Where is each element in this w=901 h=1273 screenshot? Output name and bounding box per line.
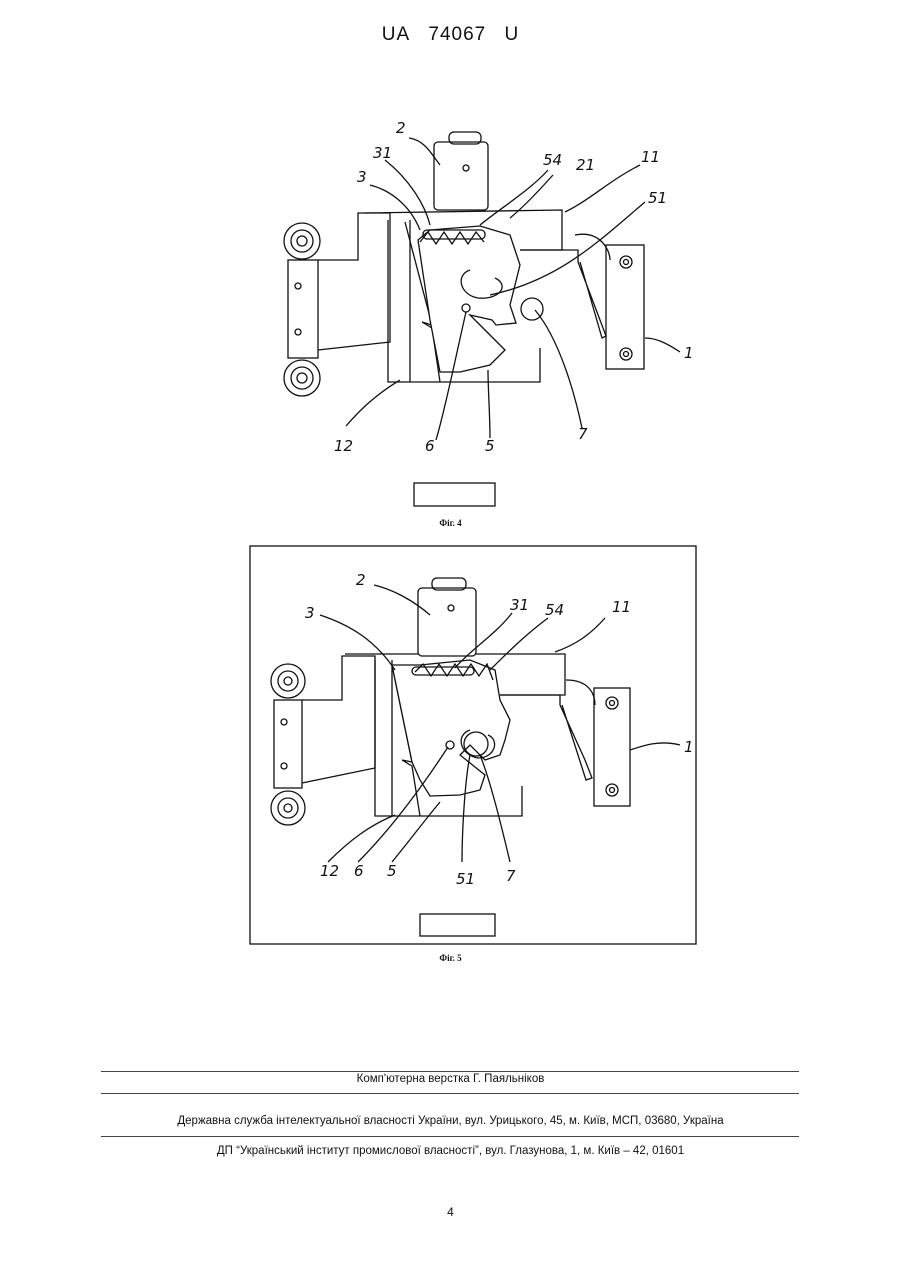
patent-suffix: U — [505, 24, 520, 45]
label-6: 6 — [425, 437, 435, 455]
roller-top — [284, 223, 320, 259]
label-31: 31 — [510, 596, 529, 614]
cam-segment — [418, 226, 520, 372]
left-plate — [288, 260, 318, 358]
label-11: 11 — [612, 598, 631, 616]
patent-number: 74067 — [428, 24, 486, 45]
figure-5-drawing: 2 3 31 54 11 1 12 6 5 51 7 — [0, 540, 901, 950]
label-12: 12 — [334, 437, 353, 455]
label-1: 1 — [684, 738, 694, 756]
label-51: 51 — [648, 189, 667, 207]
figure-5-caption: Фіг. 5 — [0, 953, 901, 963]
patent-prefix: UA — [382, 24, 410, 45]
footer-rule-1 — [101, 1071, 799, 1072]
label-7: 7 — [506, 867, 516, 885]
motor — [434, 142, 488, 210]
label-3: 3 — [305, 604, 315, 622]
footer-rule-2 — [101, 1093, 799, 1094]
figure-4-drawing: 2 31 3 54 21 11 51 1 7 5 6 12 — [0, 110, 901, 520]
office-address: Державна служба інтелектуальної власност… — [0, 1115, 901, 1127]
typesetting-credit: Комп'ютерна верстка Г. Паяльніков — [0, 1073, 901, 1085]
patent-header: UA 74067 U — [0, 24, 901, 46]
label-2: 2 — [356, 571, 366, 589]
roller-bottom — [284, 360, 320, 396]
label-54: 54 — [543, 151, 562, 169]
footer-rule-3 — [101, 1136, 799, 1137]
page-number: 4 — [0, 1205, 901, 1219]
label-7: 7 — [578, 425, 588, 443]
label-5: 5 — [485, 437, 495, 455]
label-51: 51 — [456, 870, 475, 888]
label-6: 6 — [354, 862, 364, 880]
label-2: 2 — [396, 119, 406, 137]
label-11: 11 — [641, 148, 660, 166]
figure-4-caption: Фіг. 4 — [0, 518, 901, 528]
label-1: 1 — [684, 344, 694, 362]
label-54: 54 — [545, 601, 564, 619]
label-5: 5 — [387, 862, 397, 880]
label-12: 12 — [320, 862, 339, 880]
label-31: 31 — [373, 144, 392, 162]
label-3: 3 — [357, 168, 367, 186]
institute-address: ДП “Український інститут промислової вла… — [0, 1145, 901, 1157]
blank-box — [414, 483, 495, 506]
blank-box — [420, 914, 495, 936]
label-21: 21 — [576, 156, 595, 174]
